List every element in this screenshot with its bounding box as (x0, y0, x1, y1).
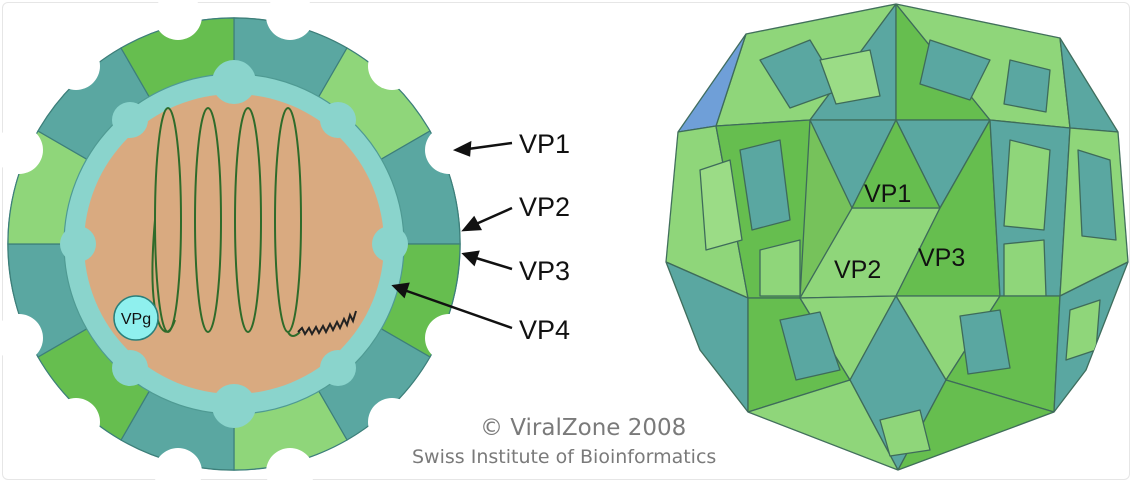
icosahedral-capsid (665, 3, 1129, 471)
pointer-arrows (391, 140, 513, 330)
poly-a-tail (297, 310, 357, 337)
vp1-label-right: VP1 (864, 180, 911, 208)
vpg-protein: VPg (113, 295, 159, 341)
rna-core (60, 60, 408, 428)
credit-line-2: Swiss Institute of Bioinformatics (412, 446, 716, 468)
vp1-label-left: VP1 (519, 129, 570, 159)
capsid-cross-section: VPg (0, 0, 473, 484)
credit-line-1: © ViralZone 2008 (480, 415, 686, 441)
vpg-label: VPg (121, 311, 151, 328)
vp2-label-right: VP2 (834, 256, 881, 284)
vp4-label-left: VP4 (519, 315, 570, 345)
vp2-label-left: VP2 (519, 192, 570, 222)
rna-genome-coil (151, 107, 302, 337)
vp3-label-left: VP3 (519, 256, 570, 286)
vp3-label-right: VP3 (918, 244, 965, 272)
